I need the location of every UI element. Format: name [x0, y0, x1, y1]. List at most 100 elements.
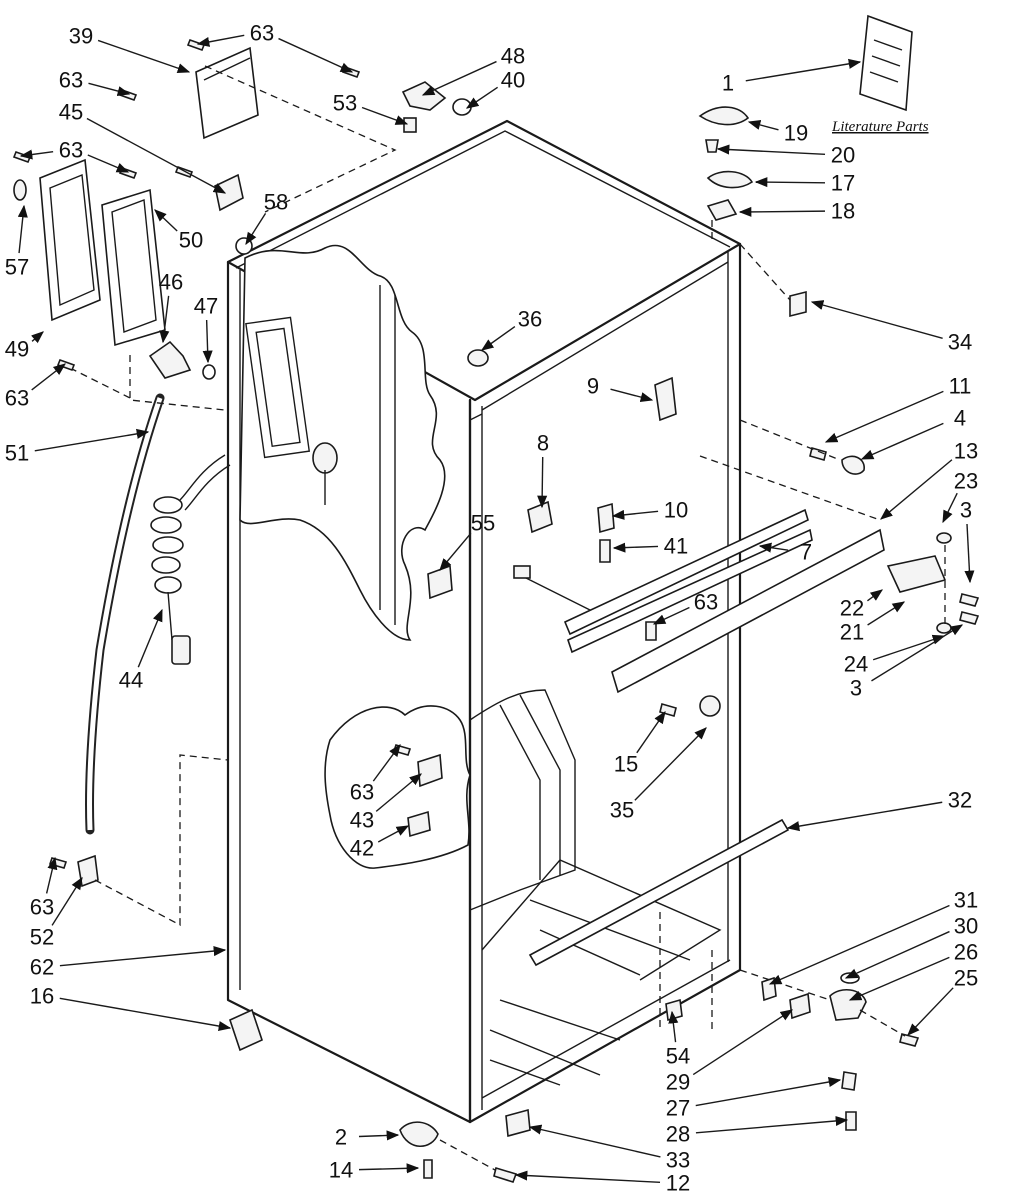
leader-line-c53: [361, 106, 409, 125]
callout-c27: 27: [666, 1096, 690, 1121]
callout-c63b: 63: [59, 68, 83, 93]
leader-line-c20: [716, 144, 826, 156]
leader-line-c33: [528, 1124, 661, 1158]
lower-cutaway-panel: [324, 705, 471, 869]
leader-line-c17: [754, 177, 826, 188]
top-right-parts: [698, 14, 913, 318]
leader-line-c48: [421, 60, 497, 96]
leader-line-c63a: [196, 34, 245, 47]
callout-c47: 47: [194, 294, 218, 319]
callout-c46: 46: [159, 270, 183, 295]
callout-c58: 58: [264, 190, 288, 215]
leader-line-c15: [636, 710, 666, 754]
leader-line-c3b: [871, 624, 964, 682]
callout-c13: 13: [954, 439, 978, 464]
leader-line-c52: [51, 876, 83, 926]
leader-line-c63d: [31, 363, 66, 391]
callout-c35: 35: [610, 798, 634, 823]
leader-line-c18: [738, 206, 826, 217]
callout-c20: 20: [831, 143, 855, 168]
leader-line-c44: [137, 608, 163, 668]
callout-c39: 39: [69, 24, 93, 49]
leader-line-c46: [159, 295, 170, 344]
power-cord-and-tube: [85, 393, 231, 835]
callout-c53: 53: [333, 91, 357, 116]
callout-c10: 10: [664, 498, 688, 523]
leader-line-c2: [358, 1130, 400, 1141]
leader-line-c30: [844, 930, 950, 979]
callout-c33: 33: [666, 1148, 690, 1173]
leader-line-c7: [758, 542, 789, 553]
leader-line-c4: [860, 422, 944, 460]
top-left-assembly: [12, 38, 472, 411]
leader-line-c63a2: [278, 37, 354, 73]
callout-c51: 51: [5, 441, 29, 466]
leader-line-c63c2: [19, 149, 54, 160]
callout-c30: 30: [954, 914, 978, 939]
callout-c55: 55: [471, 511, 495, 536]
callout-c63e: 63: [694, 590, 718, 615]
leader-line-c42: [377, 825, 410, 843]
leader-line-c63b: [88, 82, 131, 96]
leader-line-c13: [880, 459, 953, 520]
callout-c26: 26: [954, 940, 978, 965]
callout-c19: 19: [784, 121, 808, 146]
callout-c57: 57: [5, 255, 29, 280]
leader-line-c31: [768, 904, 950, 985]
leader-line-c29: [692, 1009, 794, 1076]
callout-c63g: 63: [30, 895, 54, 920]
leader-line-c41: [612, 542, 659, 553]
leader-line-c11: [824, 390, 944, 443]
leader-line-c50: [154, 209, 178, 232]
leader-line-c47: [202, 319, 213, 364]
callout-c7: 7: [800, 540, 812, 565]
callout-c28: 28: [666, 1122, 690, 1147]
callout-c25: 25: [954, 966, 978, 991]
callout-c12: 12: [666, 1171, 690, 1196]
leader-line-c58: [245, 213, 267, 246]
leader-line-c14: [358, 1163, 420, 1174]
leader-line-c49: [31, 331, 44, 344]
lower-right-parts: [399, 969, 920, 1183]
callout-c3b: 3: [850, 676, 862, 701]
callout-c63d: 63: [5, 386, 29, 411]
leader-line-c63g: [45, 856, 58, 894]
leader-line-c57: [17, 204, 28, 254]
leader-line-c10: [611, 509, 659, 520]
callout-c32: 32: [948, 788, 972, 813]
callout-c63a: 63: [250, 21, 274, 46]
callout-c22: 22: [840, 596, 864, 621]
right-hinge-assembly: [467, 349, 980, 717]
callout-c62: 62: [30, 955, 54, 980]
callout-c36: 36: [518, 307, 542, 332]
callout-c34: 34: [948, 330, 972, 355]
leader-line-c25: [907, 987, 954, 1036]
leader-line-c22: [867, 589, 884, 602]
callout-c9: 9: [587, 374, 599, 399]
leader-line-c36: [480, 326, 516, 351]
callout-c42: 42: [350, 836, 374, 861]
compressor-compartment: [469, 689, 790, 1086]
leader-line-c32: [786, 801, 943, 832]
upper-cutaway-panel: [239, 244, 446, 641]
leader-line-c45: [86, 117, 227, 194]
leader-line-c63e: [652, 606, 690, 625]
callout-c40: 40: [501, 68, 525, 93]
leader-line-c23: [942, 492, 958, 524]
leader-line-c35: [634, 727, 707, 801]
leader-line-c34: [810, 300, 943, 340]
callout-c49: 49: [5, 337, 29, 362]
callout-c4: 4: [954, 406, 966, 431]
callout-c14: 14: [329, 1158, 353, 1183]
leader-line-c51: [34, 428, 150, 452]
leader-line-c39: [97, 39, 191, 74]
leader-line-c24: [872, 634, 946, 661]
leader-line-c21: [867, 601, 906, 626]
callout-c2: 2: [335, 1125, 347, 1150]
callout-c63c: 63: [59, 138, 83, 163]
callout-c41: 41: [664, 534, 688, 559]
leader-line-c63c: [87, 154, 130, 173]
leader-line-c28: [695, 1115, 849, 1134]
